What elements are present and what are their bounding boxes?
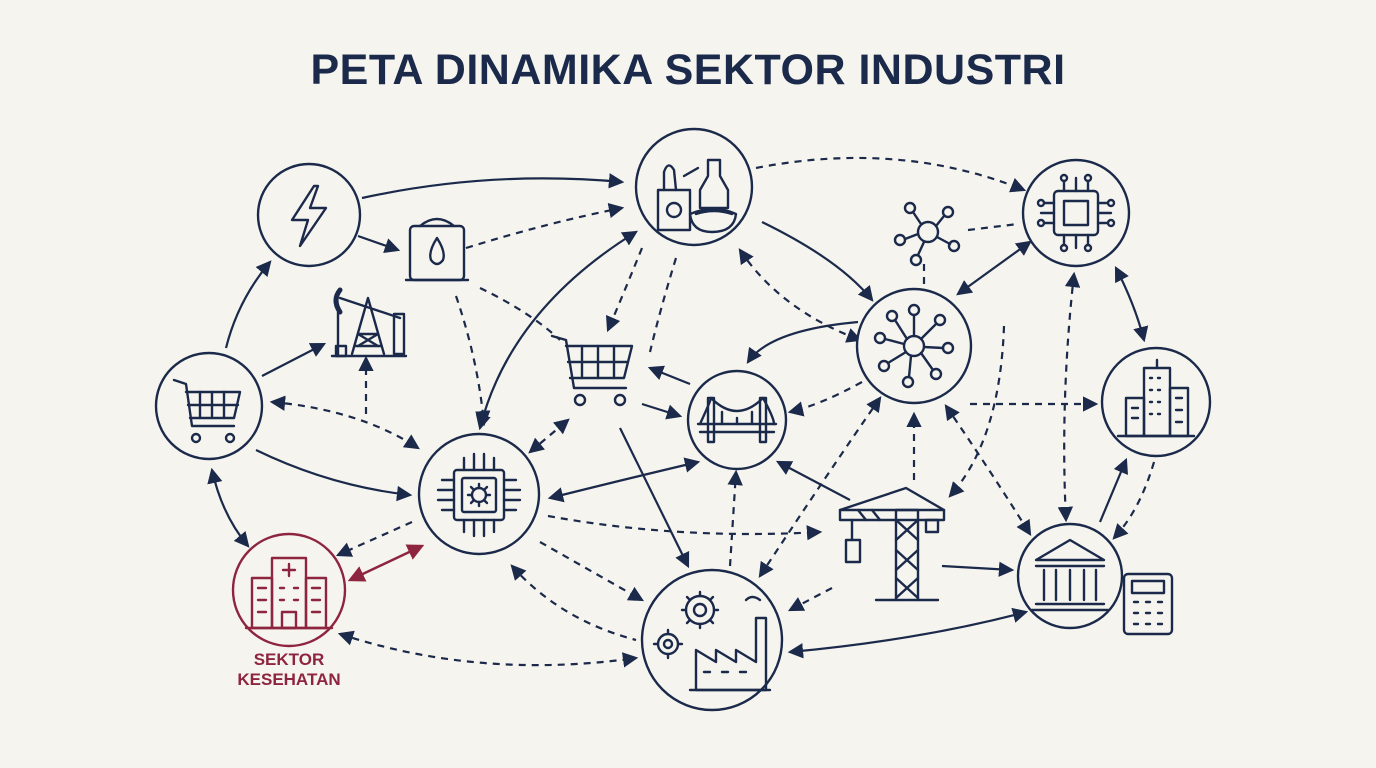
microchip-gear-icon <box>436 452 522 538</box>
edge-retail-tech-dashed <box>269 395 420 450</box>
processor-chip-icon <box>1036 173 1116 253</box>
shopping-cart-icon <box>172 378 242 444</box>
edge-bridge-cart <box>647 365 691 386</box>
node-health <box>231 532 347 648</box>
node-network-hub <box>855 287 973 405</box>
edge-retail-oilpump <box>261 342 327 377</box>
edge-manufacturing-hub <box>758 396 882 578</box>
node-energy <box>256 162 362 268</box>
fuel-tank-icon <box>404 217 470 282</box>
edge-semiconductor-hub <box>956 240 1032 296</box>
edge-finance-property <box>1098 457 1128 523</box>
health-label-line-1: SEKTOR <box>253 650 325 669</box>
edge-manufacturing-bridge <box>727 469 743 567</box>
shopping-cart-icon <box>550 334 634 407</box>
edge-hub-bridge <box>746 320 859 364</box>
edge-food-tech <box>475 230 638 431</box>
edge-food-cart <box>606 247 644 333</box>
edge-tech-manufacturing-2 <box>510 564 637 642</box>
edge-tech-manufacturing <box>539 541 645 602</box>
node-infrastructure <box>686 369 788 471</box>
node-finance <box>1016 522 1124 630</box>
lightning-icon <box>290 184 328 248</box>
edge-cart-manufacturing <box>619 427 690 569</box>
bridge-icon <box>696 396 778 444</box>
edge-fueltank-tech <box>454 295 491 427</box>
edge-crane-manufacturing <box>787 587 833 612</box>
edge-hub-bridge-dashed <box>787 381 863 417</box>
health-label-line-2: KESEHATAN <box>237 670 341 689</box>
edge-energy-fueltank <box>357 234 401 253</box>
node-accounting <box>1122 572 1174 636</box>
calculator-icon <box>1122 572 1174 636</box>
edge-tech-cart <box>528 418 570 454</box>
health-sector-label: SEKTOR KESEHATAN <box>200 650 378 690</box>
edge-tech-health <box>335 520 413 557</box>
edge-cart-bridge <box>641 402 683 420</box>
edge-health-manufacturing <box>337 630 639 668</box>
edge-retail-energy <box>224 260 272 349</box>
node-retail-center <box>550 334 634 407</box>
edge-crane-finance <box>941 561 1015 577</box>
factory-icon <box>652 590 772 692</box>
node-fuel-tank <box>404 217 470 282</box>
oil-pumpjack-icon <box>330 287 408 358</box>
edge-retail-tech <box>255 449 413 502</box>
edge-food-hub <box>761 221 874 302</box>
bank-icon <box>1030 538 1110 612</box>
node-network-small <box>893 201 961 267</box>
hospital-icon <box>244 556 334 630</box>
edge-energy-food <box>361 173 625 200</box>
edge-hub-crane <box>948 325 1006 498</box>
edge-semiconductor-property <box>1114 265 1149 343</box>
edge-food-semiconductor <box>755 156 1027 193</box>
edge-smallnet-semiconductor <box>967 222 1019 232</box>
edge-retail-health <box>207 467 250 548</box>
node-construction <box>838 486 946 602</box>
node-property <box>1100 346 1212 458</box>
diagram-title: PETA DINAMIKA SEKTOR INDUSTRI <box>310 46 1066 94</box>
edge-hub-finance <box>944 404 1032 536</box>
edge-semiconductor-finance <box>1057 271 1081 523</box>
network-icon <box>893 201 961 267</box>
edge-manufacturing-finance <box>787 607 1029 659</box>
node-manufacturing <box>640 568 784 712</box>
node-tech-center <box>417 432 541 556</box>
edge-food-hub-dashed <box>738 248 863 343</box>
edge-tech-crane <box>547 514 823 541</box>
edge-tech-bridge <box>547 457 701 503</box>
edge-health-tech <box>347 544 425 582</box>
node-food <box>634 127 754 247</box>
edge-fueltank-cart <box>479 287 561 341</box>
edge-fueltank-food <box>465 202 625 250</box>
office-buildings-icon <box>1116 358 1196 438</box>
node-semiconductor <box>1021 158 1131 268</box>
network-hub-icon <box>873 303 955 389</box>
groceries-icon <box>656 158 738 234</box>
node-oil-pump <box>330 287 408 358</box>
node-retail-left <box>154 351 264 461</box>
tower-crane-icon <box>838 486 946 602</box>
edge-food-bridge <box>648 257 678 353</box>
edge-property-finance <box>1112 461 1156 540</box>
